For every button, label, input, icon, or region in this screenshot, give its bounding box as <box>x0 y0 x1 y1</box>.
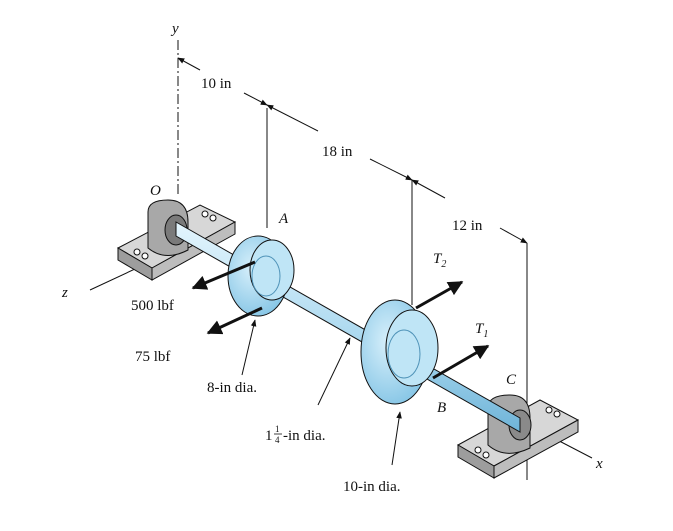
force-t2-arrow <box>415 280 464 310</box>
svg-text:4: 4 <box>275 435 280 445</box>
pulley-a <box>227 235 295 317</box>
point-b-label: B <box>437 400 446 416</box>
t1-label: T1 <box>475 321 488 340</box>
t2-label: T2 <box>433 251 446 270</box>
point-a-label: A <box>278 211 289 227</box>
force-t1-arrow <box>432 344 490 380</box>
shaft <box>175 221 521 433</box>
svg-text:-in dia.: -in dia. <box>283 428 326 444</box>
dim-18-label: 18 in <box>322 144 353 160</box>
pulley-b-dia-label: 10-in dia. <box>343 479 401 495</box>
force-500-arrow <box>191 260 256 290</box>
y-axis-label: y <box>170 21 179 37</box>
force-500-label: 500 lbf <box>131 298 174 314</box>
svg-text:1: 1 <box>265 428 273 444</box>
force-75-arrow <box>206 306 263 335</box>
dim-10-label: 10 in <box>201 76 232 92</box>
leader-lines <box>241 319 402 466</box>
dimension-lines <box>177 57 528 480</box>
shaft-dia-label: 1 1 4 -in dia. <box>265 424 326 445</box>
dim-12-label: 12 in <box>452 218 483 234</box>
bearing-o <box>116 199 237 281</box>
svg-text:1: 1 <box>275 424 280 434</box>
x-axis-label: x <box>595 456 603 472</box>
pulley-b <box>360 299 439 405</box>
pulley-a-dia-label: 8-in dia. <box>207 380 257 396</box>
z-axis-label: z <box>61 285 68 301</box>
origin-label: O <box>150 183 161 199</box>
force-75-label: 75 lbf <box>135 349 170 365</box>
point-c-label: C <box>506 372 517 388</box>
